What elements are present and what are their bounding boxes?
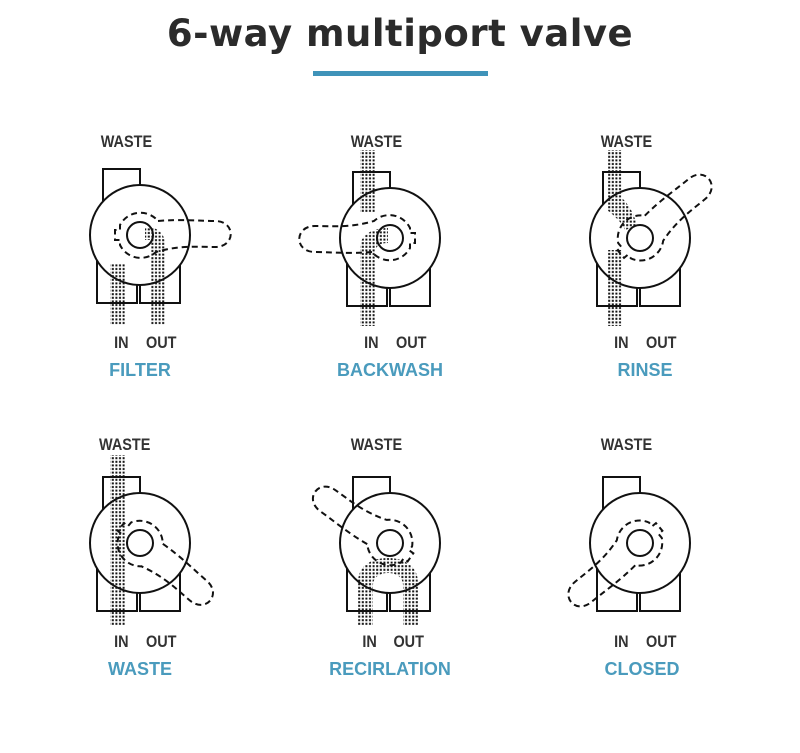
out-label: OUT — [396, 334, 427, 352]
in-label: IN — [614, 633, 628, 651]
valve-closed: WASTE IN OUT CLOSED — [554, 436, 691, 679]
in-label: IN — [114, 633, 128, 651]
waste-label: WASTE — [351, 436, 402, 454]
flow-in — [110, 263, 125, 325]
out-label: OUT — [146, 334, 177, 352]
in-label: IN — [614, 334, 628, 352]
valve-recirculation: WASTE IN OUT RECIRLATION — [301, 436, 451, 679]
flow-waste — [360, 150, 375, 212]
mode-label: WASTE — [108, 659, 172, 679]
mode-label: RINSE — [617, 360, 672, 380]
valve-backwash: WASTE IN OUT BACKWASH — [298, 133, 443, 380]
out-label: OUT — [146, 633, 177, 651]
out-label: OUT — [646, 334, 677, 352]
out-label: OUT — [393, 633, 424, 651]
flow-waste — [607, 150, 637, 230]
in-label: IN — [362, 633, 376, 651]
page-title: 6-way multiport valve — [166, 12, 634, 55]
waste-label: WASTE — [601, 436, 652, 454]
waste-label: WASTE — [99, 436, 150, 454]
mode-label: CLOSED — [604, 659, 679, 679]
in-label: IN — [364, 334, 378, 352]
flow-out — [145, 227, 165, 325]
waste-label: WASTE — [351, 133, 402, 151]
valve-rinse: WASTE IN OUT RINSE — [589, 133, 726, 380]
valve-waste: WASTE IN OUT WASTE — [89, 436, 225, 679]
flow-recirculation — [358, 558, 418, 625]
out-label: OUT — [646, 633, 677, 651]
waste-label: WASTE — [601, 133, 652, 151]
title-underline — [313, 71, 488, 76]
flow-in — [607, 250, 622, 326]
mode-label: FILTER — [109, 360, 171, 380]
mode-label: RECIRLATION — [329, 659, 451, 679]
in-label: IN — [114, 334, 128, 352]
valve-filter: WASTE IN OUT FILTER — [89, 133, 232, 380]
mode-label: BACKWASH — [337, 360, 443, 380]
waste-label: WASTE — [101, 133, 152, 151]
